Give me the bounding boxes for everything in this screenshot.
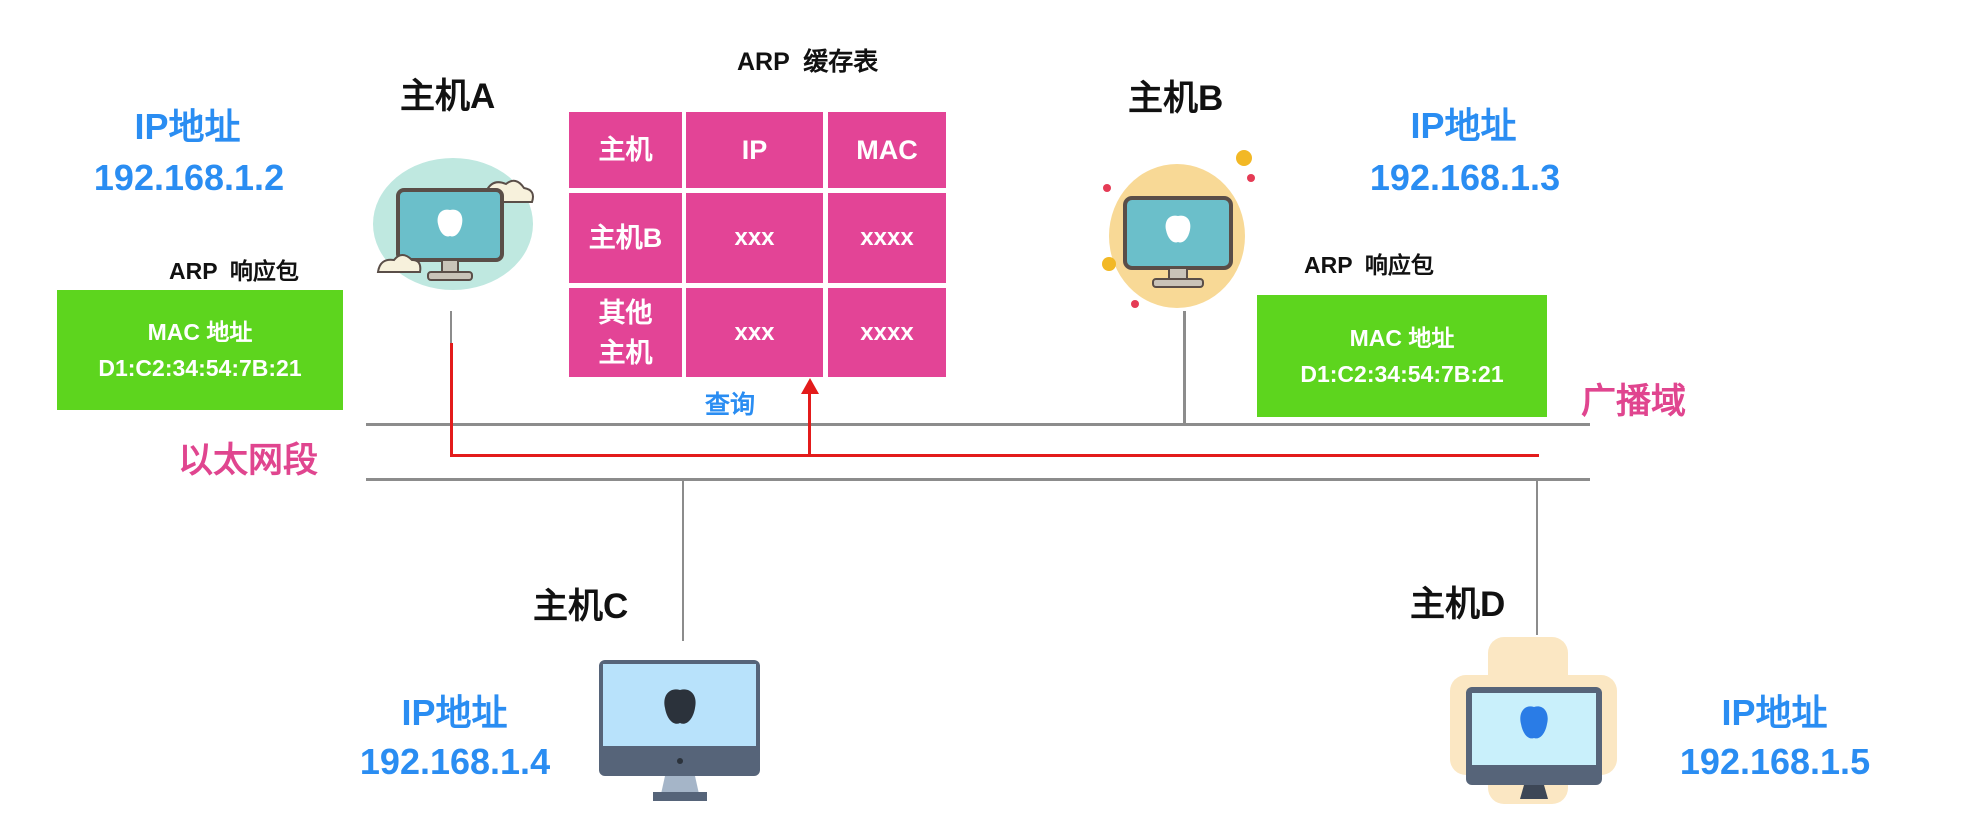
left-response-mac-value: D1:C2:34:54:7B:21	[98, 355, 302, 381]
table-cell-ip: xxx	[686, 288, 823, 377]
host-b-wire	[1183, 311, 1186, 425]
table-header-ip: IP	[686, 112, 823, 188]
right-response-mac-value: D1:C2:34:54:7B:21	[1300, 361, 1504, 387]
table-cell-ip: xxx	[686, 193, 823, 283]
host-a-name: 主机A	[400, 77, 496, 116]
host-a-ip: 192.168.1.2	[93, 157, 285, 198]
table-header-mac: MAC	[828, 112, 946, 188]
table-cell-mac: xxxx	[828, 288, 946, 377]
ethernet-segment-label: 以太网段	[178, 441, 319, 480]
query-label: 查询	[705, 391, 756, 419]
imac-circle-icon	[1102, 150, 1255, 308]
query-path-vertical	[450, 343, 453, 457]
host-d-wire	[1536, 481, 1538, 635]
host-c-ip-label: IP地址	[401, 692, 508, 733]
bus-line-bottom	[366, 478, 1590, 481]
bus-line-top	[366, 423, 1590, 426]
query-arrow-head-icon	[801, 378, 819, 394]
host-b-ip-label: IP地址	[1410, 105, 1517, 146]
table-header-host: 主机	[569, 112, 682, 188]
left-response-label: ARP 响应包	[169, 258, 299, 284]
host-c-name: 主机C	[533, 587, 629, 626]
left-response-mac-label: MAC 地址	[147, 319, 253, 345]
right-arp-response-box: MAC 地址 D1:C2:34:54:7B:21	[1257, 295, 1547, 417]
right-response-label: ARP 响应包	[1304, 252, 1434, 278]
host-c-ip: 192.168.1.4	[359, 741, 551, 782]
host-a-wire	[450, 311, 452, 343]
host-b-name: 主机B	[1128, 79, 1224, 118]
host-d-ip: 192.168.1.5	[1679, 741, 1871, 782]
imac-cloud-icon	[373, 158, 534, 290]
host-d-name: 主机D	[1410, 585, 1506, 624]
query-arrow-shaft	[808, 390, 811, 456]
host-c-wire	[682, 481, 684, 641]
broadcast-domain-label: 广播域	[1581, 382, 1687, 421]
host-b-ip: 192.168.1.3	[1369, 157, 1561, 198]
query-path-horizontal	[450, 454, 1539, 457]
table-cell-host: 主机B	[569, 193, 682, 283]
right-response-mac-label: MAC 地址	[1349, 325, 1455, 351]
imac-blue-icon	[1450, 637, 1617, 804]
left-arp-response-box: MAC 地址 D1:C2:34:54:7B:21	[57, 290, 343, 410]
host-a-ip-label: IP地址	[134, 106, 241, 147]
table-cell-host: 其他 主机	[569, 288, 682, 377]
cache-table-title: ARP 缓存表	[737, 48, 879, 76]
table-cell-mac: xxxx	[828, 193, 946, 283]
host-d-ip-label: IP地址	[1721, 692, 1828, 733]
imac-icon	[599, 660, 760, 801]
